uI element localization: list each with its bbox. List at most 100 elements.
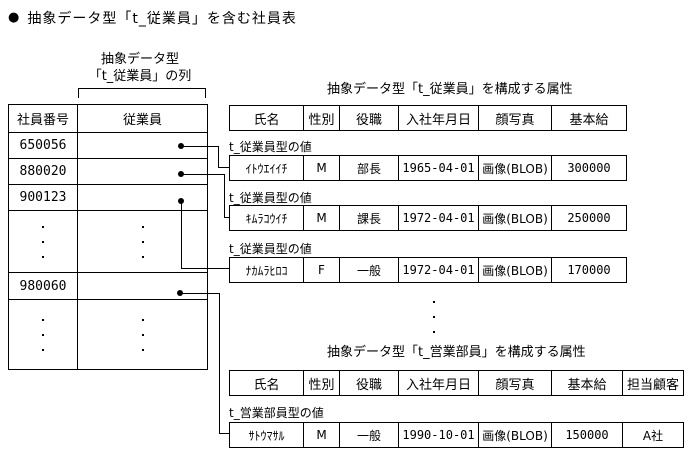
table-header-row: 社員番号 従業員 (8, 104, 208, 133)
vertical-ellipsis (79, 225, 207, 258)
value-position: 一般 (339, 257, 399, 283)
vertical-ellipsis (10, 225, 77, 258)
header-employee: 従業員 (77, 104, 208, 133)
header-client: 担当顧客 (622, 370, 684, 396)
value-sex: F (303, 257, 340, 283)
attr-header-row: 氏名 性別 役職 入社年月日 顔写真 基本給 担当顧客 (229, 370, 684, 396)
connector-line (181, 201, 182, 269)
value-photo: 画像(BLOB) (478, 155, 552, 181)
value-row: ｷﾑﾗｺｳｲﾁ M 課長 1972-04-01 画像(BLOB) 250000 (229, 205, 627, 231)
value-client: A社 (622, 422, 684, 448)
ellipsis-cell (77, 210, 208, 273)
bullet-icon: ● (8, 10, 21, 25)
t-jugyoin-value-row-2: ｷﾑﾗｺｳｲﾁ M 課長 1972-04-01 画像(BLOB) 250000 (229, 205, 627, 231)
header-name: 氏名 (229, 105, 304, 131)
value-base-salary: 250000 (551, 205, 627, 231)
connector-line (218, 167, 229, 168)
attr-header-row: 氏名 性別 役職 入社年月日 顔写真 基本給 (229, 105, 627, 131)
employee-table: 社員番号 従業員 650056 880020 900123 980060 (8, 104, 208, 370)
value-position: 部長 (339, 155, 399, 181)
connector-line (218, 146, 219, 168)
value-hire-date: 1990-10-01 (398, 422, 479, 448)
value-position: 課長 (339, 205, 399, 231)
ellipsis-cell (8, 299, 78, 370)
ellipsis-row (8, 299, 208, 370)
page-title: ● 抽象データ型「t_従業員」を含む社員表 (8, 8, 297, 28)
header-sex: 性別 (303, 105, 340, 131)
t-jugyoin-value-label: t_従業員型の値 (229, 191, 312, 205)
connector-line (224, 217, 229, 218)
header-position: 役職 (339, 370, 399, 396)
employee-number-cell: 880020 (8, 158, 78, 185)
t-eigyobuin-value-row-1: ｻﾄｳﾏｻﾙ M 一般 1990-10-01 画像(BLOB) 150000 A… (229, 422, 684, 448)
header-name: 氏名 (229, 370, 304, 396)
value-name: ﾅｶﾑﾗﾋﾛｺ (229, 257, 304, 283)
value-photo: 画像(BLOB) (478, 205, 552, 231)
t-jugyoin-value-row-3: ﾅｶﾑﾗﾋﾛｺ F 一般 1972-04-01 画像(BLOB) 170000 (229, 257, 627, 283)
t-eigyobuin-attr-header: 氏名 性別 役職 入社年月日 顔写真 基本給 担当顧客 (229, 370, 684, 396)
t-eigyobuin-value-label: t_営業部員型の値 (229, 406, 324, 420)
employee-ref-cell (77, 158, 208, 185)
value-name: ｻﾄｳﾏｻﾙ (229, 422, 304, 448)
table-row: 880020 (8, 158, 208, 185)
value-photo: 画像(BLOB) (478, 422, 552, 448)
vertical-ellipsis (79, 318, 207, 351)
header-sex: 性別 (303, 370, 340, 396)
connector-line (219, 433, 229, 434)
t-jugyoin-value-label: t_従業員型の値 (229, 140, 312, 154)
employee-ref-cell (77, 272, 208, 300)
value-row: ｲﾄｳｴｲｲﾁ M 部長 1965-04-01 画像(BLOB) 300000 (229, 155, 627, 181)
value-sex: M (303, 205, 340, 231)
vertical-ellipsis (433, 296, 435, 338)
header-base-salary: 基本給 (551, 370, 623, 396)
header-base-salary: 基本給 (551, 105, 627, 131)
connector-line (181, 174, 224, 175)
header-hire-date: 入社年月日 (398, 105, 479, 131)
value-hire-date: 1972-04-01 (398, 257, 479, 283)
header-employee-number: 社員番号 (8, 104, 78, 133)
value-base-salary: 150000 (551, 422, 623, 448)
header-hire-date: 入社年月日 (398, 370, 479, 396)
t-jugyoin-caption: 抽象データ型「t_従業員」を構成する属性 (327, 82, 573, 97)
table-row: 900123 (8, 184, 208, 211)
value-row: ｻﾄｳﾏｻﾙ M 一般 1990-10-01 画像(BLOB) 150000 A… (229, 422, 684, 448)
value-base-salary: 170000 (551, 257, 627, 283)
value-sex: M (303, 422, 340, 448)
column-annotation: 抽象データ型 「t_従業員」の列 (60, 51, 220, 85)
ellipsis-row (8, 210, 208, 273)
employee-number-cell: 980060 (8, 272, 78, 300)
t-eigyobuin-caption: 抽象データ型「t_営業部員」を構成する属性 (327, 345, 586, 360)
employee-ref-cell (77, 184, 208, 211)
column-annotation-line1: 抽象データ型 (100, 52, 179, 67)
ellipsis-cell (77, 299, 208, 370)
connector-line (181, 146, 218, 147)
value-photo: 画像(BLOB) (478, 257, 552, 283)
value-base-salary: 300000 (551, 155, 627, 181)
header-photo: 顔写真 (478, 105, 552, 131)
employee-number-cell: 900123 (8, 184, 78, 211)
connector-line (224, 174, 225, 218)
header-photo: 顔写真 (478, 370, 552, 396)
column-annotation-line2: 「t_従業員」の列 (88, 69, 192, 84)
employee-number-cell: 650056 (8, 132, 78, 159)
value-row: ﾅｶﾑﾗﾋﾛｺ F 一般 1972-04-01 画像(BLOB) 170000 (229, 257, 627, 283)
value-position: 一般 (339, 422, 399, 448)
employee-ref-cell (77, 132, 208, 159)
value-hire-date: 1965-04-01 (398, 155, 479, 181)
value-sex: M (303, 155, 340, 181)
value-name: ｲﾄｳｴｲｲﾁ (229, 155, 304, 181)
connector-line (180, 293, 219, 294)
value-hire-date: 1972-04-01 (398, 205, 479, 231)
column-bracket (78, 88, 206, 98)
t-jugyoin-value-label: t_従業員型の値 (229, 242, 312, 256)
t-jugyoin-value-row-1: ｲﾄｳｴｲｲﾁ M 部長 1965-04-01 画像(BLOB) 300000 (229, 155, 627, 181)
header-position: 役職 (339, 105, 399, 131)
vertical-ellipsis (10, 318, 77, 351)
connector-line (219, 293, 220, 434)
t-jugyoin-attr-header: 氏名 性別 役職 入社年月日 顔写真 基本給 (229, 105, 627, 131)
value-name: ｷﾑﾗｺｳｲﾁ (229, 205, 304, 231)
page-title-text: 抽象データ型「t_従業員」を含む社員表 (27, 11, 297, 27)
table-row: 650056 (8, 132, 208, 159)
connector-line (181, 268, 229, 269)
